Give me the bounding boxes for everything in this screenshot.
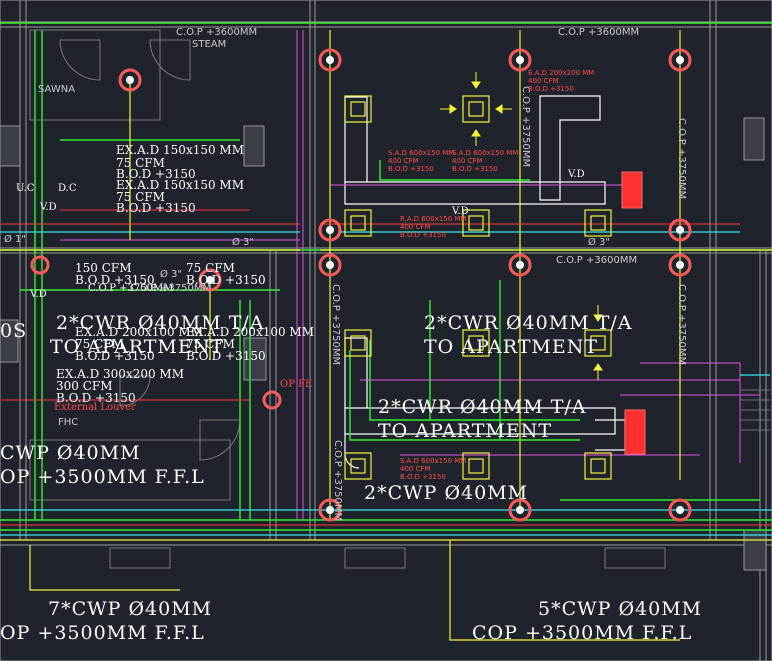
exhaust-left-line-2: 75 CFM — [116, 156, 165, 170]
tag-vd-3: V.D — [568, 169, 585, 180]
cop-label-top-right: C.O.P +3600MM — [558, 27, 640, 38]
tag-vd-4: V.D — [30, 289, 47, 300]
note-ead1-b: 400 CFM — [528, 77, 559, 85]
cop-label-vertical-2: C.O.P +3750MM — [520, 86, 531, 168]
note-sad3-c: B.O.D +3150 — [400, 473, 446, 481]
cwp-left-line-2: OP +3500MM F.F.L — [0, 466, 205, 488]
exhaust-mid-d2: 75 CFM — [186, 337, 235, 351]
tag-dc: D.C — [58, 183, 77, 194]
tag-op-fe: OP FE — [280, 379, 313, 390]
note-sad1-c: B.O.D +3150 — [388, 165, 434, 173]
tag-fhc: FHC — [58, 417, 79, 428]
exhaust-mid-d1: EX.A.D 200x100 MM — [186, 325, 314, 339]
exhaust-mid-c2: 75 CFM — [75, 337, 124, 351]
cop-label-mid-left: C.O.P +3750MM — [130, 283, 212, 294]
note-ead1-c: B.O.D +3150 — [528, 85, 574, 93]
cwr-left-line-2: TO APARTMENT — [50, 336, 225, 358]
cwp-center-line: 2*CWP Ø40MM — [364, 482, 529, 504]
cwr-left-line-1: 2*CWR Ø40MM T/A — [56, 312, 265, 334]
note-sad1-b: 400 CFM — [388, 157, 419, 165]
exhaust-mid-a1: 150 CFM — [75, 261, 132, 275]
cwp-bottom-right-line-2: COP +3500MM F.F.L — [472, 622, 693, 644]
exhaust-mid-e1: EX.A.D 300x200 MM — [56, 367, 184, 381]
exhaust-mid-c1: EX.A.D 200x100 MM — [75, 325, 203, 339]
note-ead1-a: E.A.D 200x200 MM — [528, 69, 595, 77]
cop-label-mid-right: C.O.P +3600MM — [556, 255, 638, 266]
note-sad3-b: 400 CFM — [400, 465, 431, 473]
cwp-left-line-1: CWP Ø40MM — [0, 442, 141, 464]
exhaust-left-line-6: B.O.D +3150 — [116, 201, 196, 215]
tag-dia-4: Ø 1" — [4, 234, 27, 245]
exhaust-mid-c3: B.O.D +3150 — [75, 349, 155, 363]
note-sad2-c: B.O.D +3150 — [452, 165, 498, 173]
note-sad2-a: S.A.D 600x150 MM — [452, 149, 519, 157]
exhaust-left-line-3: B.O.D +3150 — [116, 167, 196, 181]
cop-label-vertical-5: C.O.P +3750MM — [332, 440, 343, 522]
tag-vd-1: V.D — [40, 202, 57, 213]
exhaust-mid-b1: 75 CFM — [186, 261, 235, 275]
tag-cop-left: C.O.P +3750MM — [88, 283, 174, 294]
exhaust-left-line-4: EX.A.D 150x150 MM — [116, 178, 244, 192]
exhaust-mid-b2: B.O.D +3150 — [186, 273, 266, 287]
exhaust-mid-e2: 300 CFM — [56, 379, 113, 393]
cwr-center-line-2: TO APARTMENT — [378, 420, 553, 442]
tag-external-louver: External Louver — [54, 402, 136, 413]
tag-uc: U.C — [16, 183, 35, 194]
tag-dia-3: Ø 3" — [160, 269, 183, 280]
cwp-bottom-left-line-2: OP +3500MM F.F.L — [0, 622, 205, 644]
exhaust-mid-e3: B.O.D +3150 — [56, 391, 136, 405]
room-label-sawna: SAWNA — [38, 84, 76, 95]
cwr-center-line-1: 2*CWR Ø40MM T/A — [378, 396, 587, 418]
note-sad2-b: 400 CFM — [452, 157, 483, 165]
cop-label-vertical-1: C.O.P +3750MM — [676, 118, 687, 200]
note-rad1-a: R.A.D 600x150 MM — [400, 215, 467, 223]
tag-vd-2: V.D — [452, 206, 469, 217]
cwr-right-line-1: 2*CWR Ø40MM T/A — [424, 312, 633, 334]
note-sad3-a: S.A.D 600x150 MM — [400, 457, 467, 465]
cop-label-top-center: C.O.P +3600MM — [176, 27, 258, 38]
tag-dia-2: Ø 3" — [588, 237, 611, 248]
note-rad1-c: B.O.D +3150 — [400, 231, 446, 239]
room-label-steam: STEAM — [192, 39, 227, 50]
exhaust-mid-a2: B.O.D +3150 — [75, 273, 155, 287]
exhaust-left-line-1: EX.A.D 150x150 MM — [116, 143, 244, 157]
exhaust-left-line-5: 75 CFM — [116, 190, 165, 204]
note-sad1-a: S.A.D 600x150 MM — [388, 149, 455, 157]
cwp-bottom-right-line-1: 5*CWP Ø40MM — [538, 598, 703, 620]
cwr-right-line-2: TO APARTMENT — [424, 336, 599, 358]
cwp-bottom-left-line-1: 7*CWP Ø40MM — [48, 598, 213, 620]
cop-label-vertical-3: C.O.P +3750MM — [330, 284, 341, 366]
note-rad1-b: 400 CFM — [400, 223, 431, 231]
tag-dia-1: Ø 3" — [232, 237, 255, 248]
tag-zero-s: 0S — [0, 320, 28, 342]
exhaust-mid-d3: B.O.D +3150 — [186, 349, 266, 363]
cop-label-vertical-4: C.O.P +3750MM — [676, 284, 687, 366]
